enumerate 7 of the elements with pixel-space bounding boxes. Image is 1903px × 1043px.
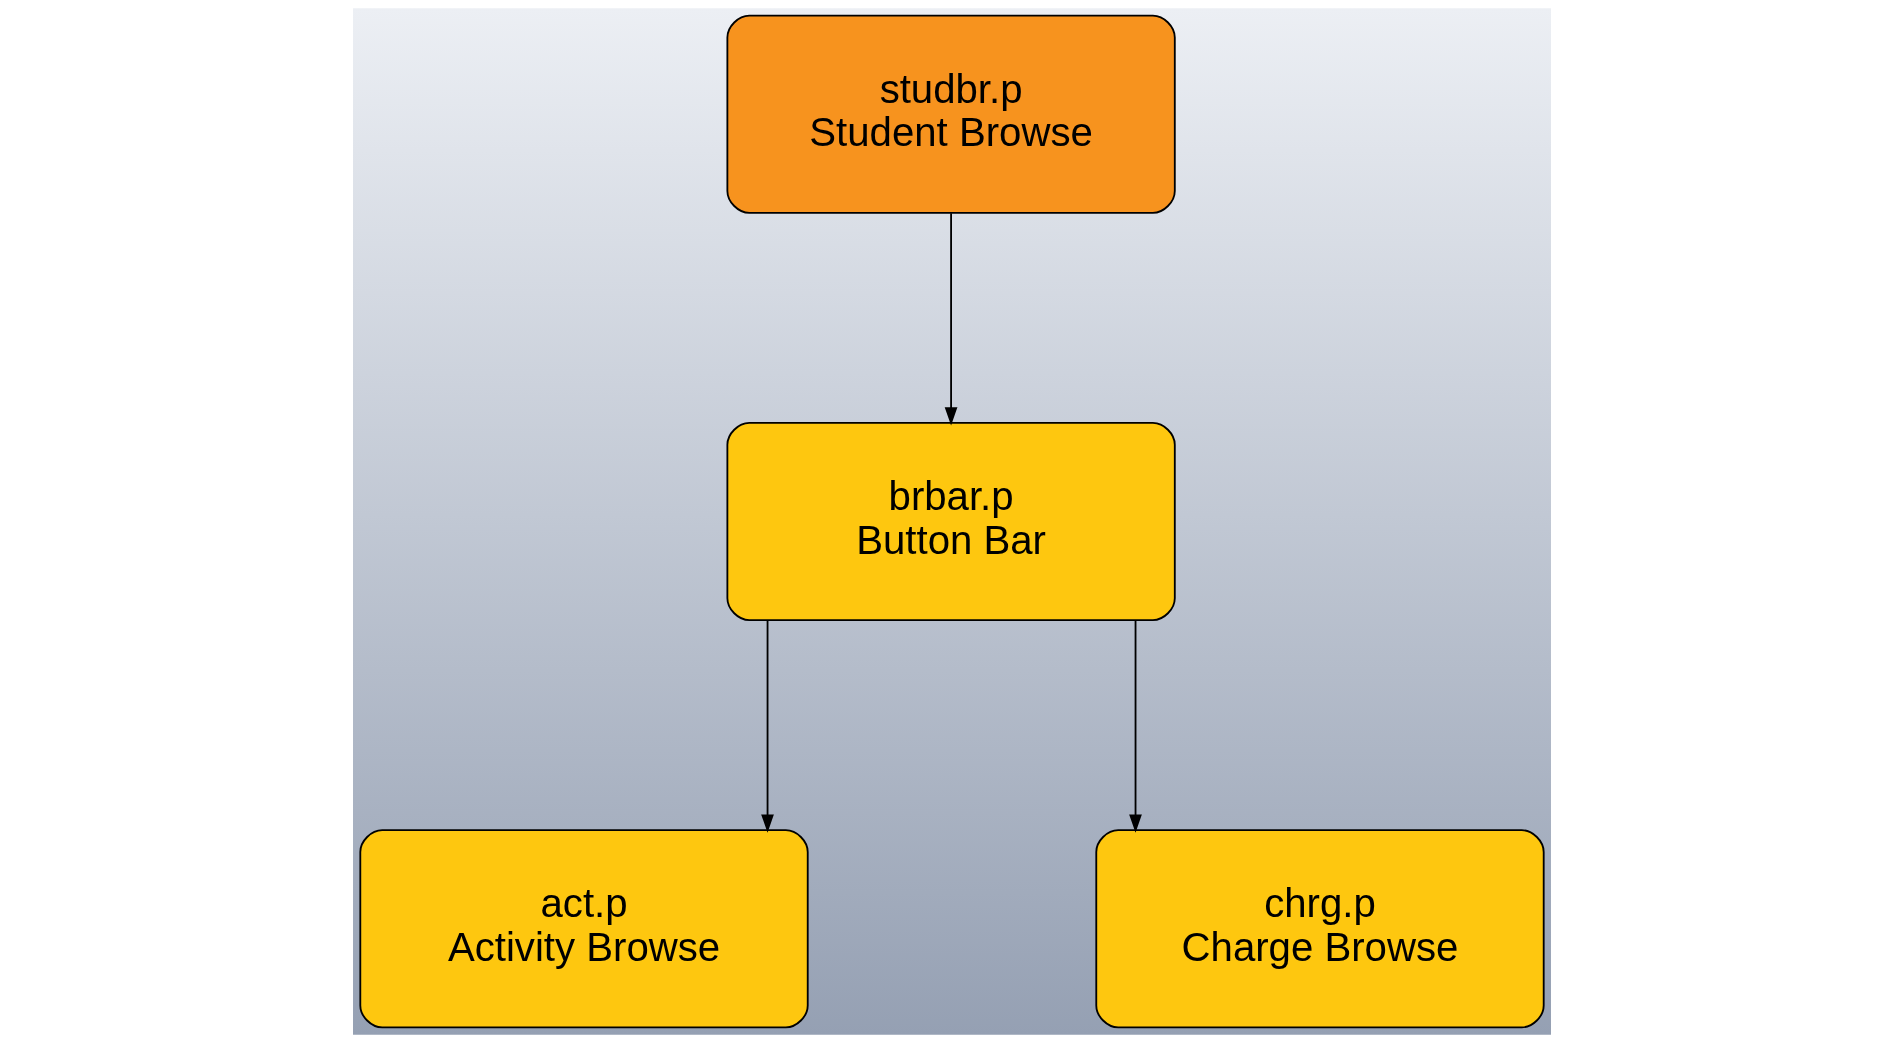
node-box: brbar.p Button Bar [725,421,1176,622]
arrow [944,212,957,426]
arrow [760,619,774,833]
node-box: chrg.p Charge Browse [1094,829,1545,1029]
node-box: studbr.p Student Browse [725,14,1176,214]
node-box: act.p Activity Browse [358,829,809,1029]
arrow [1128,619,1142,833]
